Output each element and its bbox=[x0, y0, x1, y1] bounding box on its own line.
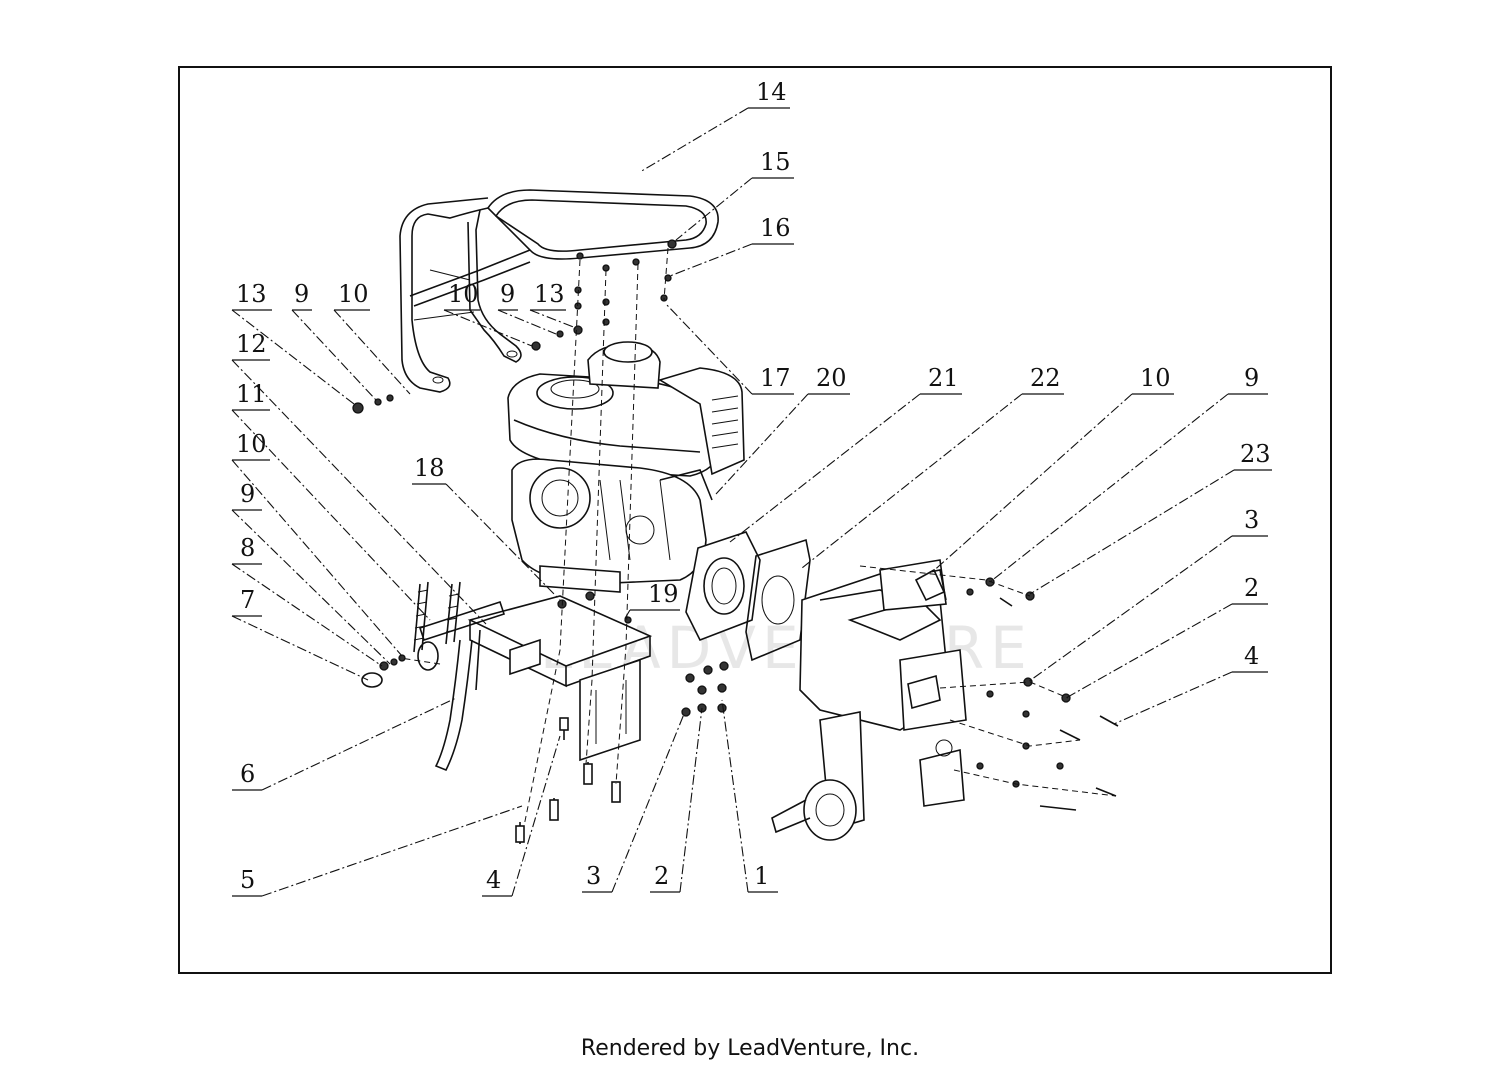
footer-credit: Rendered by LeadVenture, Inc. bbox=[580, 1036, 920, 1061]
callout-22: 22 bbox=[1030, 364, 1061, 392]
callout-14: 14 bbox=[756, 78, 787, 106]
callout-21: 21 bbox=[928, 364, 959, 392]
callout-1: 1 bbox=[754, 862, 769, 890]
callout-3: 3 bbox=[586, 862, 601, 890]
callout-10: 10 bbox=[236, 430, 267, 458]
callout-10: 10 bbox=[448, 280, 479, 308]
callout-11: 11 bbox=[236, 380, 267, 408]
callout-19: 19 bbox=[648, 580, 679, 608]
callout-20: 20 bbox=[816, 364, 847, 392]
callout-9: 9 bbox=[294, 280, 309, 308]
diagram-frame bbox=[178, 66, 1332, 974]
callout-17: 17 bbox=[760, 364, 791, 392]
stand-assembly bbox=[361, 600, 506, 772]
engine bbox=[507, 341, 745, 593]
handle-frame bbox=[399, 189, 719, 393]
callout-5: 5 bbox=[240, 866, 255, 894]
callout-10: 10 bbox=[338, 280, 369, 308]
transmission bbox=[771, 559, 967, 841]
callout-7: 7 bbox=[240, 586, 255, 614]
hardware bbox=[352, 239, 1119, 844]
springs bbox=[413, 581, 461, 653]
callout-3: 3 bbox=[1244, 506, 1259, 534]
callout-labels: 14 15 16 13 9 10 10 9 13 12 11 10 9 8 7 … bbox=[236, 78, 1271, 894]
callout-13: 13 bbox=[236, 280, 267, 308]
callout-9: 9 bbox=[500, 280, 515, 308]
callout-4: 4 bbox=[486, 866, 501, 894]
alignment-lines bbox=[399, 247, 1117, 827]
mounting-plate bbox=[467, 595, 653, 762]
callout-10: 10 bbox=[1140, 364, 1171, 392]
callout-8: 8 bbox=[240, 534, 255, 562]
callout-12: 12 bbox=[236, 330, 267, 358]
callout-2: 2 bbox=[654, 862, 669, 890]
callout-15: 15 bbox=[760, 148, 791, 176]
callout-23: 23 bbox=[1240, 440, 1271, 468]
adapter-plate bbox=[685, 531, 761, 642]
callout-18: 18 bbox=[414, 454, 445, 482]
callout-4: 4 bbox=[1244, 642, 1259, 670]
gasket bbox=[745, 538, 811, 662]
callout-9: 9 bbox=[1244, 364, 1259, 392]
callout-9: 9 bbox=[240, 480, 255, 508]
callout-16: 16 bbox=[760, 214, 791, 242]
callout-6: 6 bbox=[240, 760, 255, 788]
leader-lines bbox=[231, 107, 1272, 897]
callout-2: 2 bbox=[1244, 574, 1259, 602]
callout-13: 13 bbox=[534, 280, 565, 308]
